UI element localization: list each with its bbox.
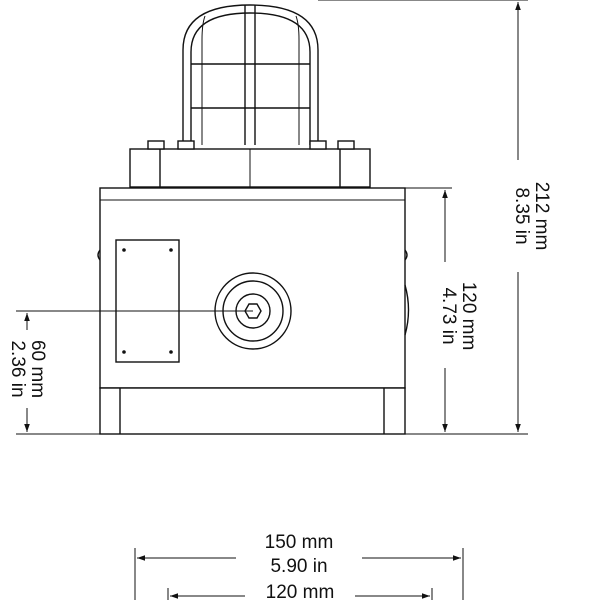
dimension-total-width: 150 mm 5.90 in <box>134 532 464 600</box>
bolt-head-4 <box>337 140 355 150</box>
base-width-metric-label: 120 mm <box>266 582 335 600</box>
body-height-imperial-label: 4.73 in <box>438 287 459 344</box>
bolt-head-2 <box>177 140 195 150</box>
bolt-head-1 <box>147 140 165 150</box>
total-width-metric-label: 150 mm <box>265 532 334 553</box>
bolt-head-3 <box>309 140 327 150</box>
dimension-axis-height: 60 mm 2.36 in <box>7 310 253 435</box>
lamp-head-collar <box>129 140 371 188</box>
total-height-imperial-label: 8.35 in <box>511 187 532 244</box>
body-height-metric-label: 120 mm <box>458 282 479 351</box>
base-feet <box>99 387 406 435</box>
axis-height-metric-label: 60 mm <box>27 340 48 398</box>
name-plate <box>115 239 180 363</box>
light-guard-cage <box>182 4 319 145</box>
total-width-imperial-label: 5.90 in <box>270 556 327 577</box>
dimension-body-height: 120 mm 4.73 in <box>405 187 479 432</box>
total-height-metric-label: 212 mm <box>531 182 552 251</box>
dimension-base-width: 120 mm <box>167 582 433 600</box>
dimension-total-height: 212 mm 8.35 in <box>318 0 552 435</box>
axis-height-imperial-label: 2.36 in <box>7 340 28 397</box>
